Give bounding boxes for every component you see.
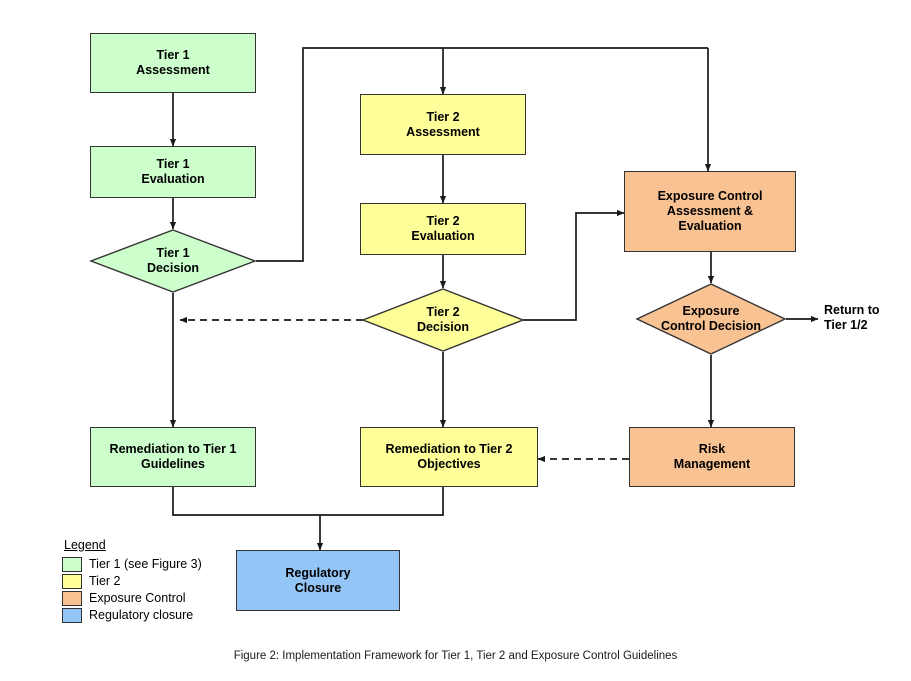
- legend-swatch-exposure-control: [62, 591, 82, 606]
- node-label: Tier 1 Evaluation: [141, 157, 205, 186]
- legend-swatch-regulatory-closure: [62, 608, 82, 623]
- node-label: Exposure Control Assessment & Evaluation: [657, 189, 763, 233]
- legend-label: Tier 2: [89, 574, 121, 588]
- edge-remediations-join: [172, 487, 444, 516]
- legend-item-tier2: Tier 2: [62, 573, 202, 590]
- legend-swatch-tier2: [62, 574, 82, 589]
- node-exposure-control-assessment[interactable]: Exposure Control Assessment & Evaluation: [624, 171, 796, 252]
- node-tier2-evaluation[interactable]: Tier 2 Evaluation: [360, 203, 526, 255]
- edge-t2decision-exposurecontrol: [523, 209, 625, 321]
- node-remediation-tier1[interactable]: Remediation to Tier 1 Guidelines: [90, 427, 256, 487]
- legend: Legend Tier 1 (see Figure 3) Tier 2 Expo…: [62, 538, 202, 624]
- node-tier2-decision[interactable]: Tier 2 Decision: [361, 288, 525, 352]
- legend-title: Legend: [64, 538, 106, 552]
- node-tier1-evaluation[interactable]: Tier 1 Evaluation: [90, 146, 256, 198]
- node-label: Tier 2 Evaluation: [411, 214, 475, 243]
- legend-item-regulatory-closure: Regulatory closure: [62, 607, 202, 624]
- legend-swatch-tier1: [62, 557, 82, 572]
- node-label: Remediation to Tier 2 Objectives: [385, 442, 513, 471]
- node-tier2-assessment[interactable]: Tier 2 Assessment: [360, 94, 526, 155]
- edge-t1decision-trunk: [256, 47, 708, 262]
- legend-item-exposure-control: Exposure Control: [62, 590, 202, 607]
- legend-label: Exposure Control: [89, 591, 186, 605]
- label-return-to-tier: Return to Tier 1/2: [824, 303, 880, 332]
- legend-label: Tier 1 (see Figure 3): [89, 557, 202, 571]
- legend-item-tier1: Tier 1 (see Figure 3): [62, 556, 202, 573]
- node-remediation-tier2[interactable]: Remediation to Tier 2 Objectives: [360, 427, 538, 487]
- node-tier1-decision[interactable]: Tier 1 Decision: [89, 229, 257, 293]
- node-label: Remediation to Tier 1 Guidelines: [109, 442, 237, 471]
- node-regulatory-closure[interactable]: Regulatory Closure: [236, 550, 400, 611]
- node-exposure-control-decision[interactable]: Exposure Control Decision: [635, 283, 787, 355]
- node-label: Regulatory Closure: [285, 565, 351, 595]
- node-label: Risk Management: [673, 442, 751, 471]
- node-label: Tier 1 Assessment: [136, 48, 210, 77]
- node-tier1-assessment[interactable]: Tier 1 Assessment: [90, 33, 256, 93]
- legend-label: Regulatory closure: [89, 608, 194, 622]
- figure-caption: Figure 2: Implementation Framework for T…: [233, 650, 678, 662]
- node-risk-management[interactable]: Risk Management: [629, 427, 795, 487]
- node-label: Tier 2 Assessment: [406, 109, 480, 139]
